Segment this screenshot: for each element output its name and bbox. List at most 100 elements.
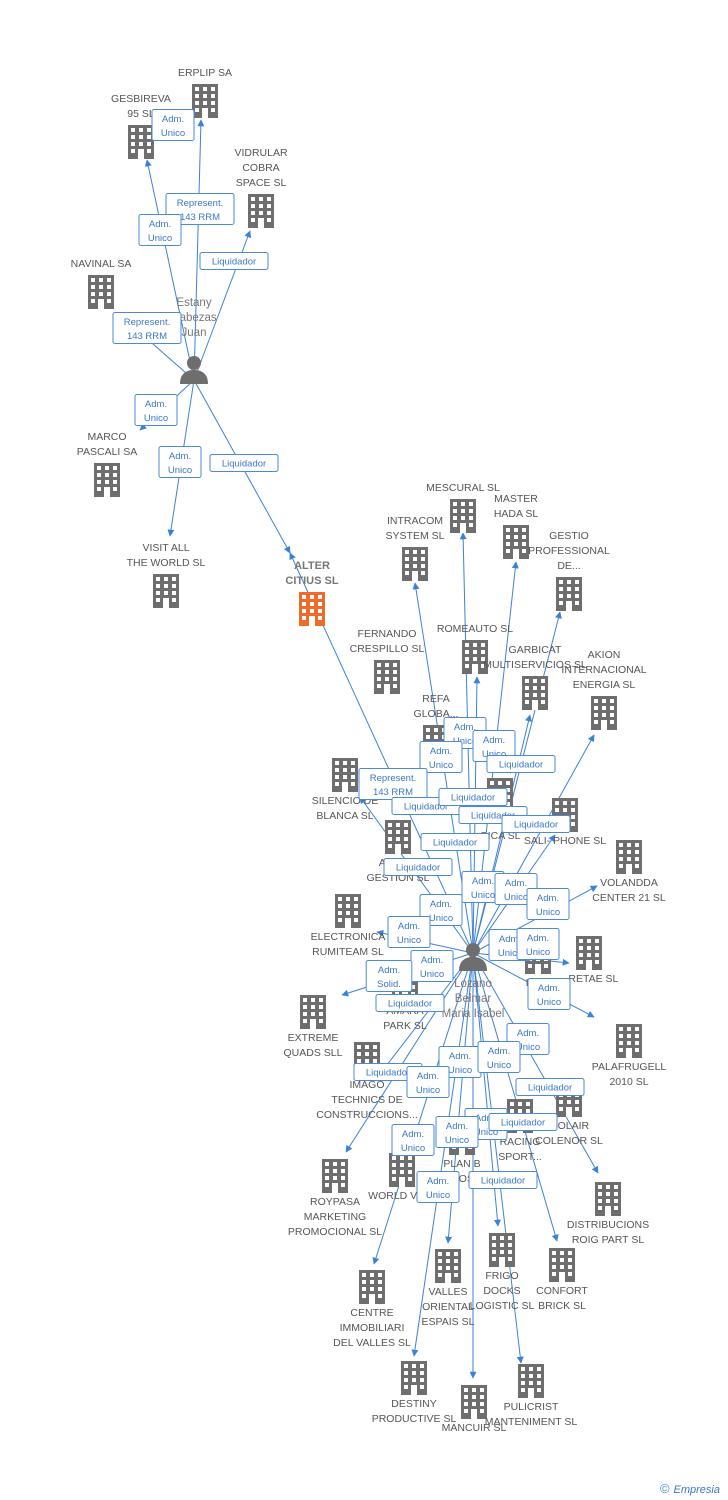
company-label-line: BLANCA SL — [316, 810, 373, 822]
company-label-line: SPORT... — [498, 1151, 542, 1163]
company-label-line: GESTIO — [549, 530, 589, 542]
role-badge: Adm.Unico — [391, 1124, 435, 1156]
role-badge-box — [134, 394, 178, 426]
company-label-line: INTRACOM — [387, 515, 443, 527]
company-node-mancuir[interactable]: MANCUIR SL — [442, 1385, 507, 1434]
building-icon — [88, 275, 114, 309]
company-label-line: VIDRULAR — [234, 147, 288, 159]
role-label-line: 143 RRM — [180, 212, 220, 223]
role-badge: Liquidador — [488, 1113, 558, 1131]
role-badge-box — [468, 1171, 538, 1189]
company-label-line: PRODUCTIVE SL — [372, 1413, 457, 1425]
edge-p2-akion — [472, 734, 595, 954]
role-badge: Represent.143 RRM — [358, 768, 428, 800]
company-node-distribucions[interactable]: DISTRIBUCIONS ROIG PART SL — [567, 1182, 649, 1246]
company-label-line: QUADS SLL — [284, 1047, 343, 1059]
role-badge: Adm.Unico — [477, 1041, 521, 1073]
edge-p2-centre — [372, 952, 474, 1265]
building-icon — [128, 125, 154, 159]
company-label-line: ROMEAUTO SL — [437, 623, 513, 635]
role-badge-box — [375, 994, 445, 1012]
building-icon — [556, 577, 582, 611]
role-label-line: Unico — [453, 736, 477, 747]
company-label: MESCURAL SL — [426, 482, 500, 494]
company-label-line: AKION — [588, 649, 621, 661]
company-node-navinal[interactable]: NAVINAL SA — [71, 258, 132, 309]
company-label-line: ROIG PART SL — [572, 1234, 645, 1246]
role-label-line: Unico — [429, 760, 453, 771]
role-label-line: Adm. — [505, 878, 527, 889]
edge-p2-distribucions — [472, 952, 599, 1174]
company-label-line: DISTRIBUCIONS — [567, 1219, 649, 1231]
company-label-line: ROYPASA — [310, 1196, 360, 1208]
role-label-line: Unico — [397, 935, 421, 946]
building-icon — [401, 1361, 427, 1395]
role-label-line: Liquidador — [433, 838, 477, 849]
company-label-line: VISIT ALL — [142, 542, 189, 554]
role-label-line: Adm. — [454, 722, 476, 733]
role-label: Adm.Unico — [429, 746, 453, 771]
company-label-line: DOCKS — [483, 1285, 520, 1297]
role-badge: Adm.Unico — [526, 888, 570, 920]
role-label: Adm.Unico — [416, 1071, 440, 1096]
company-label: ERPLIP SA — [178, 67, 232, 79]
role-label: Liquidador — [388, 999, 432, 1010]
role-label: Liquidador — [481, 1176, 525, 1187]
role-label-line: Liquidador — [396, 863, 440, 874]
company-node-erplip[interactable]: ERPLIP SA — [178, 67, 232, 118]
role-label-line: Unico — [474, 1127, 498, 1138]
company-node-saliphone[interactable]: SALI- PHONE SL — [524, 798, 606, 847]
role-badge-box — [199, 252, 269, 270]
role-label-line: Adm. — [145, 399, 167, 410]
building-icon — [359, 1270, 385, 1304]
role-badge: Adm.Unico — [416, 1171, 460, 1203]
company-label-line: PALAFRUGELL — [592, 1061, 667, 1073]
role-label: Adm.Unico — [482, 735, 506, 760]
role-badge-box — [527, 978, 571, 1010]
building-icon — [522, 676, 548, 710]
company-node-romeauto[interactable]: ROMEAUTO SL — [437, 623, 513, 674]
company-label-line: CITIUS SL — [285, 575, 338, 587]
company-label: MANCUIR SL — [442, 1422, 507, 1434]
role-badge-box — [406, 1066, 450, 1098]
role-label-line: Unico — [536, 907, 560, 918]
role-label: Adm.Unico — [537, 983, 561, 1008]
company-node-mescural[interactable]: MESCURAL SL — [426, 482, 500, 533]
company-node-retae[interactable]: ...RETAE SL — [560, 936, 619, 985]
